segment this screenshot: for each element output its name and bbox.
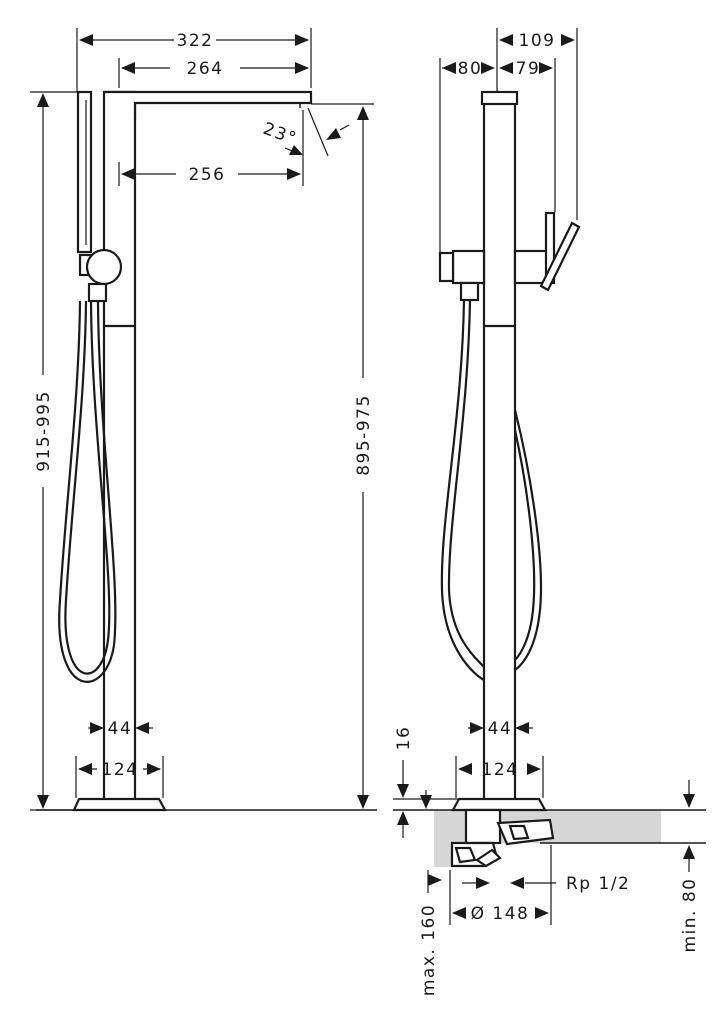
dim-front-264: 264 (118, 58, 309, 88)
front-handshower (76, 90, 93, 254)
side-column (482, 101, 517, 802)
side-hose-right (513, 409, 543, 671)
dim-side-148: Ø 148 (449, 845, 552, 925)
dim-label-front-124: 124 (102, 760, 139, 780)
dim-label-front-264: 264 (187, 59, 224, 79)
dim-side-44: 44 (468, 719, 533, 739)
dim-label-side-80: 80 (458, 59, 483, 79)
side-fixture (450, 808, 555, 868)
dim-front-256: 256 (118, 110, 304, 186)
side-view: 109 80 79 44 124 (393, 28, 706, 996)
dim-label-front-44: 44 (108, 719, 133, 739)
dim-label-side-124: 124 (482, 760, 519, 780)
dim-side-80-79: 80 79 (439, 58, 556, 252)
dim-label-side-148: Ø 148 (471, 904, 530, 924)
side-holder-cap (438, 251, 455, 283)
dim-label-front-256: 256 (189, 165, 226, 185)
dim-label-front-915-995: 915-995 (34, 390, 54, 472)
front-view: 322 264 256 23° (30, 28, 377, 812)
dim-label-side-16: 16 (394, 726, 414, 751)
front-spout (104, 90, 313, 120)
dim-label-front-895-975: 895-975 (354, 394, 374, 476)
dim-side-124: 124 (455, 756, 544, 798)
front-hose (64, 300, 111, 675)
side-column-cap (480, 90, 519, 106)
front-column (102, 90, 137, 802)
dim-label-side-109: 109 (519, 31, 556, 51)
dim-front-44: 44 (88, 719, 153, 739)
dim-front-angle: 23° (260, 103, 374, 157)
front-hose-inner (58, 300, 117, 683)
side-hose (440, 299, 485, 681)
side-hose-connector (459, 281, 480, 302)
front-base (72, 797, 167, 812)
dim-front-895-975: 895-975 (354, 106, 374, 809)
dim-label-side-44: 44 (488, 719, 513, 739)
dim-label-side-rp: Rp 1/2 (566, 874, 630, 894)
front-hose-connector (87, 282, 108, 303)
front-mixer-knob (85, 248, 123, 286)
dim-side-min80: min. 80 (680, 780, 700, 953)
dim-front-124: 124 (75, 756, 164, 798)
dim-label-side-max160: max. 160 (419, 904, 439, 996)
side-hose-inner (447, 299, 485, 668)
side-hose-right-inner (513, 429, 536, 661)
dim-front-915-995: 915-995 (30, 91, 78, 811)
side-base (451, 797, 547, 812)
dim-label-front-322: 322 (177, 31, 214, 51)
dim-side-max160: max. 160 (419, 870, 442, 996)
dim-label-front-angle: 23° (260, 119, 299, 150)
dim-label-side-min80: min. 80 (680, 878, 700, 953)
dim-side-16: 16 (393, 726, 458, 838)
side-holder-body (451, 249, 486, 285)
dim-side-rp: Rp 1/2 (462, 874, 630, 894)
side-lever (539, 221, 581, 292)
dim-label-side-79: 79 (516, 59, 541, 79)
dim-side-109: 109 (496, 28, 578, 220)
dim-front-322: 322 (76, 28, 312, 92)
